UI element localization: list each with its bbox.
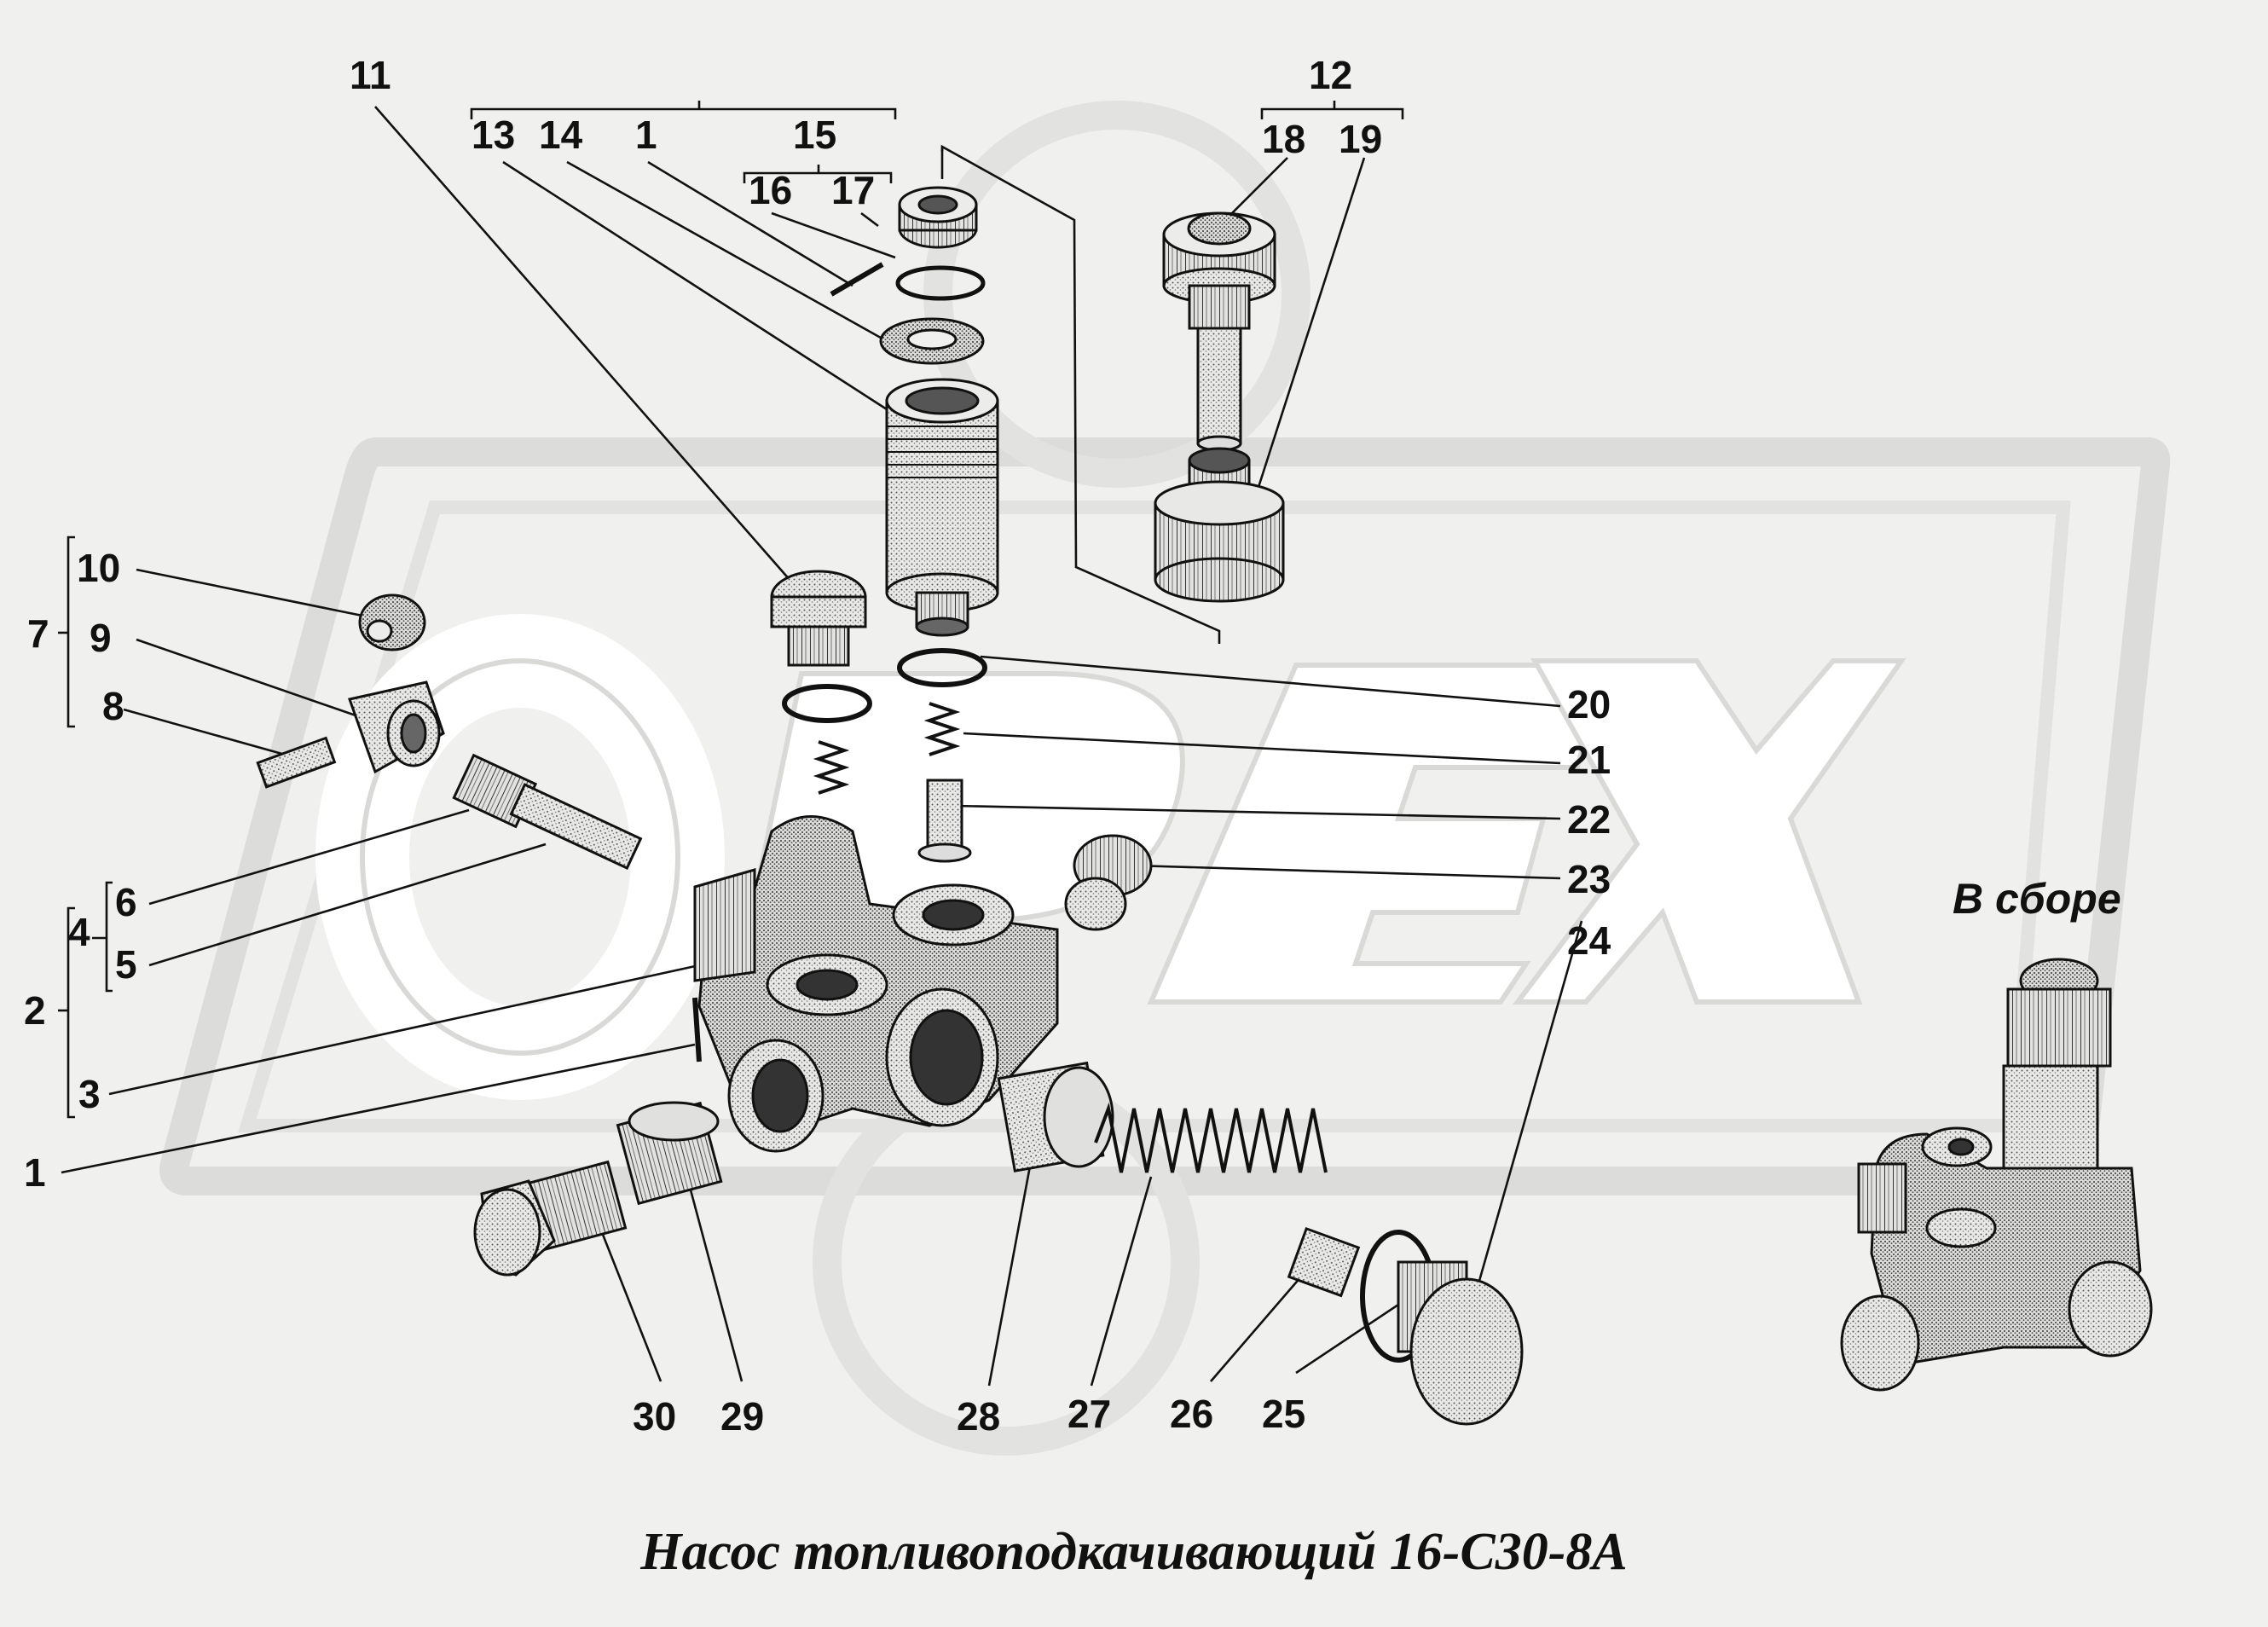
- callout-15: 15: [793, 113, 837, 157]
- part-plug-11: [770, 570, 867, 667]
- callout-2: 2: [24, 988, 46, 1033]
- diagram-title: Насос топливоподкачивающий 16-С30-8А: [640, 1523, 1628, 1581]
- callout-26: 26: [1170, 1392, 1214, 1436]
- part-assembled-view: [1840, 958, 2153, 1392]
- callout-17: 17: [831, 168, 876, 212]
- callout-3: 3: [78, 1072, 101, 1116]
- part-spring-27: [1094, 1102, 1328, 1173]
- callout-19: 19: [1339, 117, 1383, 161]
- part-bolt-30: [473, 1160, 628, 1277]
- callout-21: 21: [1567, 738, 1611, 782]
- callout-22: 22: [1567, 797, 1611, 842]
- part-lever-9: [348, 680, 445, 774]
- part-nut-10: [358, 593, 426, 651]
- part-cap-17: [898, 186, 978, 249]
- part-sleeve-28: [997, 1061, 1114, 1172]
- callout-1-top: 1: [635, 113, 657, 157]
- part-sleeve-19: [1154, 447, 1285, 603]
- callout-4: 4: [68, 910, 90, 954]
- part-cylinder-13: [885, 378, 999, 637]
- callout-28: 28: [957, 1394, 1001, 1439]
- callout-14: 14: [539, 113, 583, 157]
- callout-29: 29: [720, 1394, 765, 1439]
- callout-24: 24: [1567, 918, 1611, 963]
- callout-20: 20: [1567, 682, 1611, 727]
- callout-10: 10: [77, 546, 121, 590]
- callout-5: 5: [115, 942, 137, 987]
- callout-30: 30: [633, 1394, 677, 1439]
- callout-18: 18: [1262, 117, 1306, 161]
- callout-23: 23: [1567, 857, 1611, 901]
- assembled-view-label: В сборе: [1953, 875, 2121, 923]
- part-washer-14: [879, 317, 985, 365]
- callout-25: 25: [1262, 1392, 1306, 1436]
- part-plunger-18: [1162, 211, 1276, 452]
- parts: [256, 186, 2153, 1426]
- part-plug-24: [1397, 1260, 1524, 1426]
- part-piston-26: [1287, 1226, 1361, 1298]
- part-shaft-5-6: [452, 753, 643, 871]
- part-pin-8: [256, 736, 337, 789]
- callout-9: 9: [90, 616, 112, 660]
- part-sleeve-29: [616, 1101, 723, 1206]
- callout-6: 6: [115, 880, 137, 924]
- callout-1-left: 1: [24, 1150, 46, 1195]
- callout-16: 16: [749, 168, 793, 212]
- callout-8: 8: [102, 684, 124, 728]
- callout-11: 11: [350, 53, 391, 97]
- callout-12: 12: [1309, 53, 1353, 97]
- part-body-main: [693, 815, 1059, 1153]
- part-springs-21: [813, 702, 961, 795]
- callout-7: 7: [27, 611, 49, 656]
- callout-27: 27: [1067, 1392, 1112, 1436]
- part-nut-23: [1064, 834, 1153, 931]
- callout-13: 13: [472, 113, 516, 157]
